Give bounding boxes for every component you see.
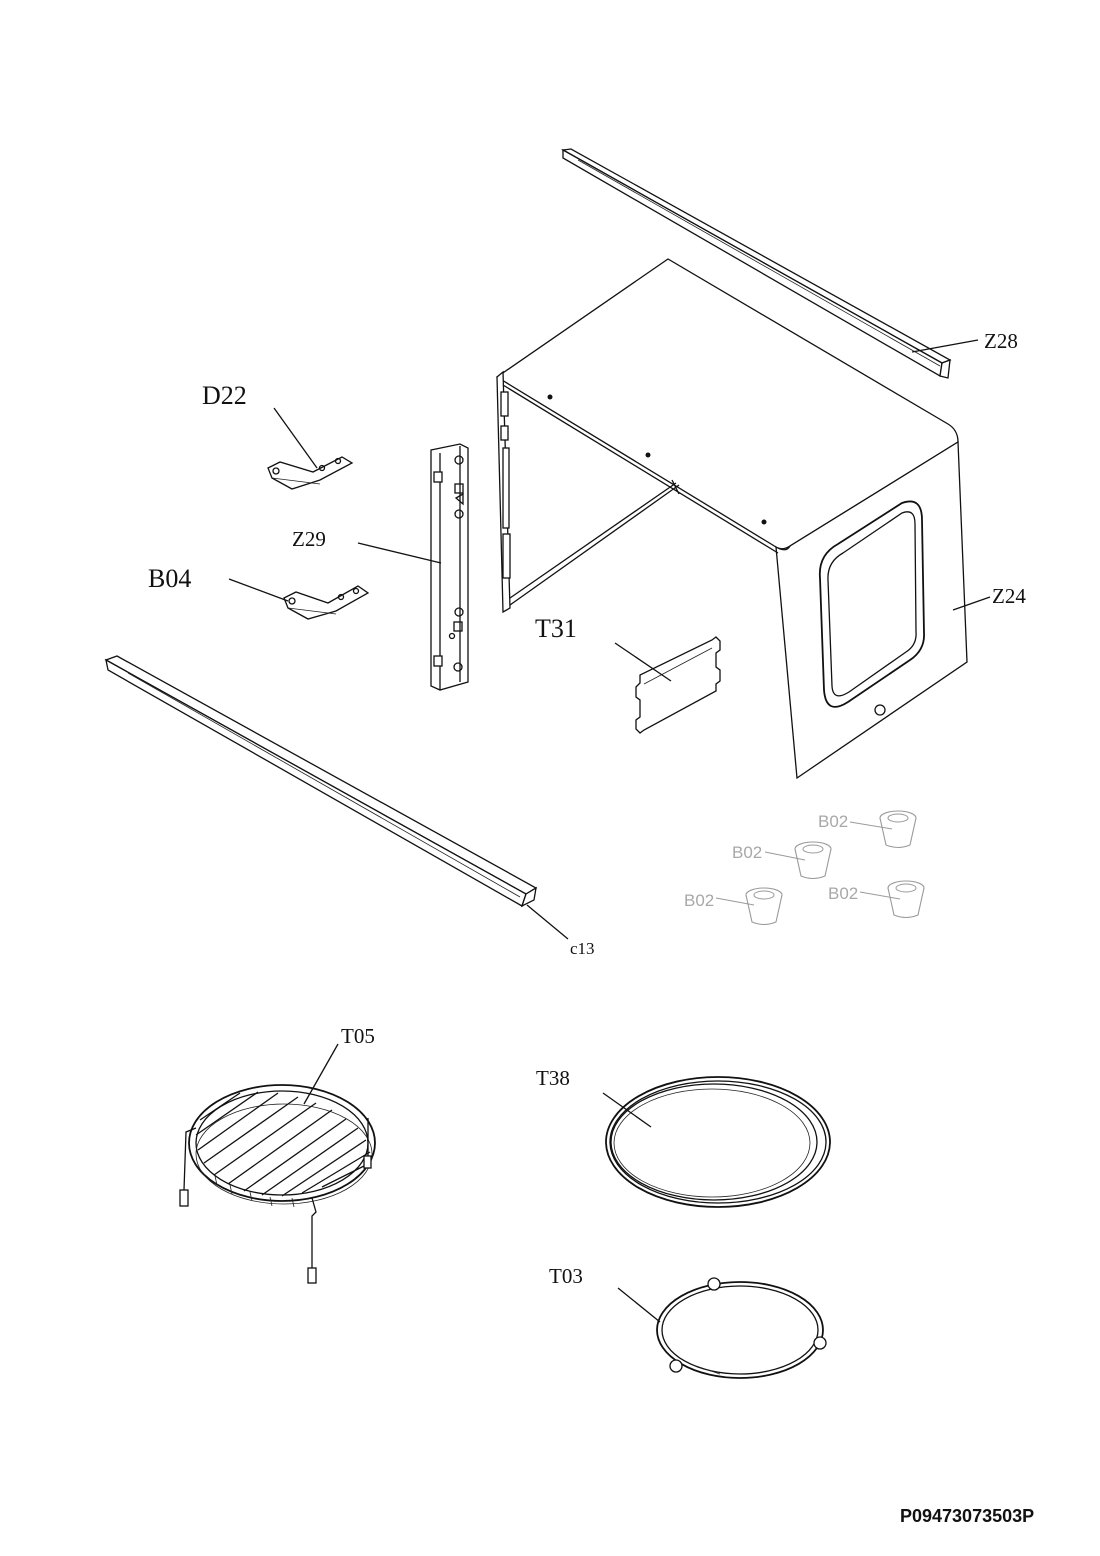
label-c13: c13 xyxy=(570,939,595,958)
b02-foot-1 xyxy=(849,810,917,849)
label-b02-2: B02 xyxy=(732,843,762,862)
label-b02-4: B02 xyxy=(828,884,858,903)
label-b02-1: B02 xyxy=(818,812,848,831)
part-z24-cabinet-shell xyxy=(495,258,991,780)
part-t31-plate xyxy=(614,636,721,734)
label-z29: Z29 xyxy=(292,527,326,551)
part-z29-hinge-bar xyxy=(357,443,469,691)
part-t05-wire-rack xyxy=(179,1043,376,1284)
document-code: P09473073503P xyxy=(900,1506,1034,1526)
label-t31: T31 xyxy=(535,614,577,643)
part-z28-top-rail xyxy=(560,148,979,379)
part-c13-bottom-rail xyxy=(104,655,569,940)
label-z24: Z24 xyxy=(992,584,1026,608)
part-d22-bracket xyxy=(267,407,354,490)
label-t03: T03 xyxy=(549,1264,583,1288)
part-b02-feet xyxy=(715,810,925,926)
b02-foot-2 xyxy=(764,841,832,880)
b02-foot-3 xyxy=(715,887,783,926)
label-t38: T38 xyxy=(536,1066,570,1090)
label-d22: D22 xyxy=(202,381,247,410)
b02-foot-4 xyxy=(859,880,925,919)
label-b02-3: B02 xyxy=(684,891,714,910)
label-b04: B04 xyxy=(148,564,191,593)
part-b04-bracket xyxy=(228,578,370,620)
label-z28: Z28 xyxy=(984,329,1018,353)
part-t03-roller-ring xyxy=(617,1277,827,1379)
part-t38-glass-tray xyxy=(602,1076,831,1208)
label-t05: T05 xyxy=(341,1024,375,1048)
